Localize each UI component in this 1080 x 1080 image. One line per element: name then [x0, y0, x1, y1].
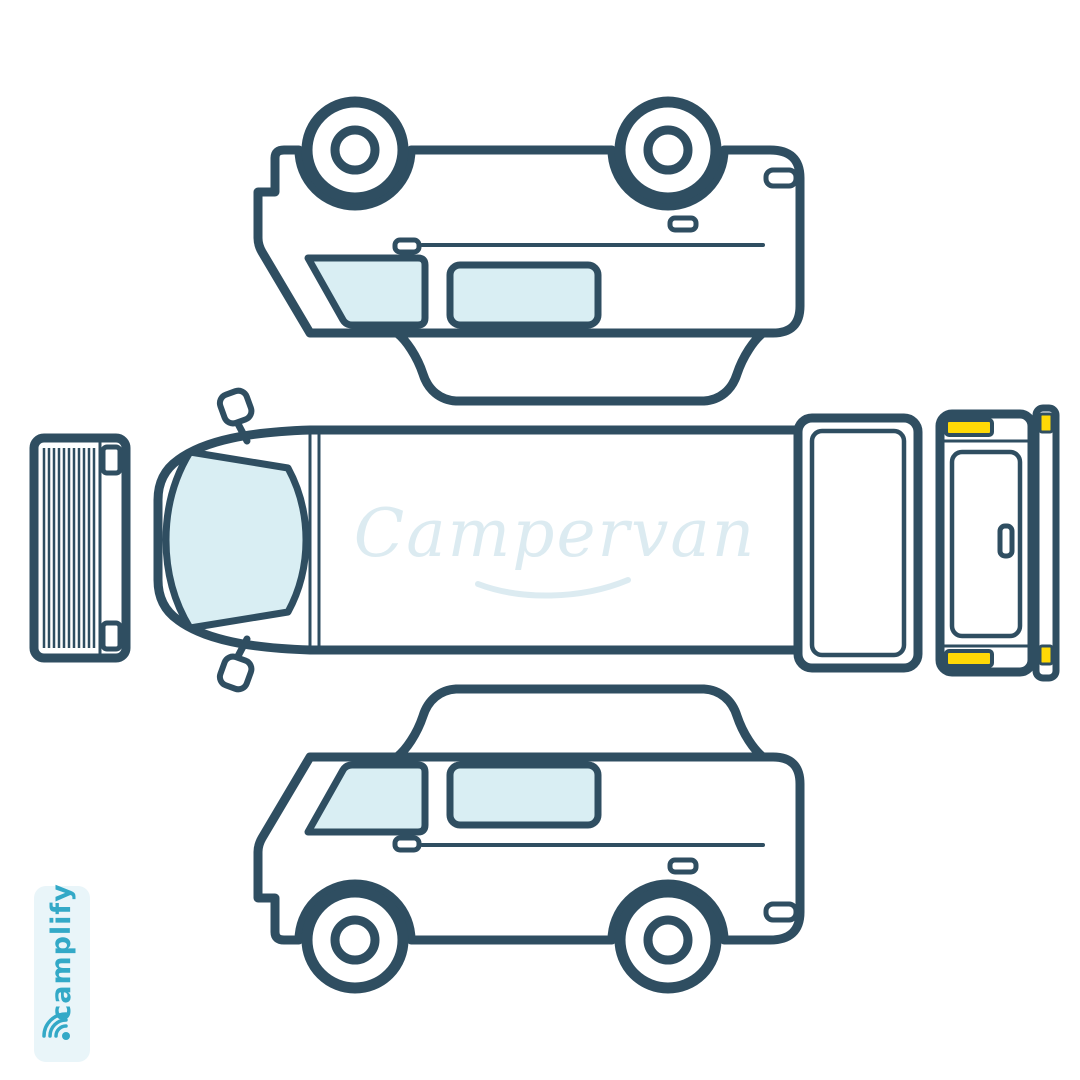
logo-wordmark: camplify [46, 883, 77, 1021]
logo-background [34, 886, 90, 1062]
headlight-top [100, 444, 123, 476]
wing-mirror-top [216, 387, 255, 427]
wing-mirror-bottom [216, 653, 255, 693]
camplify-logo: camplify [34, 883, 90, 1062]
campervan-label: Campervan [354, 495, 756, 572]
van-side-view-top-flipped [258, 102, 800, 401]
front-grille-slats [42, 448, 96, 648]
rear-edge-light-bottom [1038, 644, 1054, 666]
rear-light-top [944, 418, 994, 437]
rear-door-edge-bar [1032, 404, 1060, 682]
rear-view-body [935, 409, 1037, 677]
van-top-view: Campervan [153, 387, 923, 693]
van-rear-view [935, 404, 1060, 682]
windshield-top-view [162, 448, 310, 632]
rear-door-handle [997, 523, 1015, 559]
rear-section-top-view [793, 413, 923, 673]
van-side-view-bottom [258, 689, 800, 988]
headlight-bottom [100, 620, 123, 652]
label-underline-swoosh [475, 577, 631, 599]
rear-edge-light-top [1038, 412, 1054, 434]
rear-window [949, 449, 1023, 639]
van-front-view [29, 433, 131, 663]
camplify-signal-icon [42, 1012, 70, 1040]
rear-light-bottom [944, 649, 994, 668]
rear-section-inner-panel [809, 428, 907, 658]
